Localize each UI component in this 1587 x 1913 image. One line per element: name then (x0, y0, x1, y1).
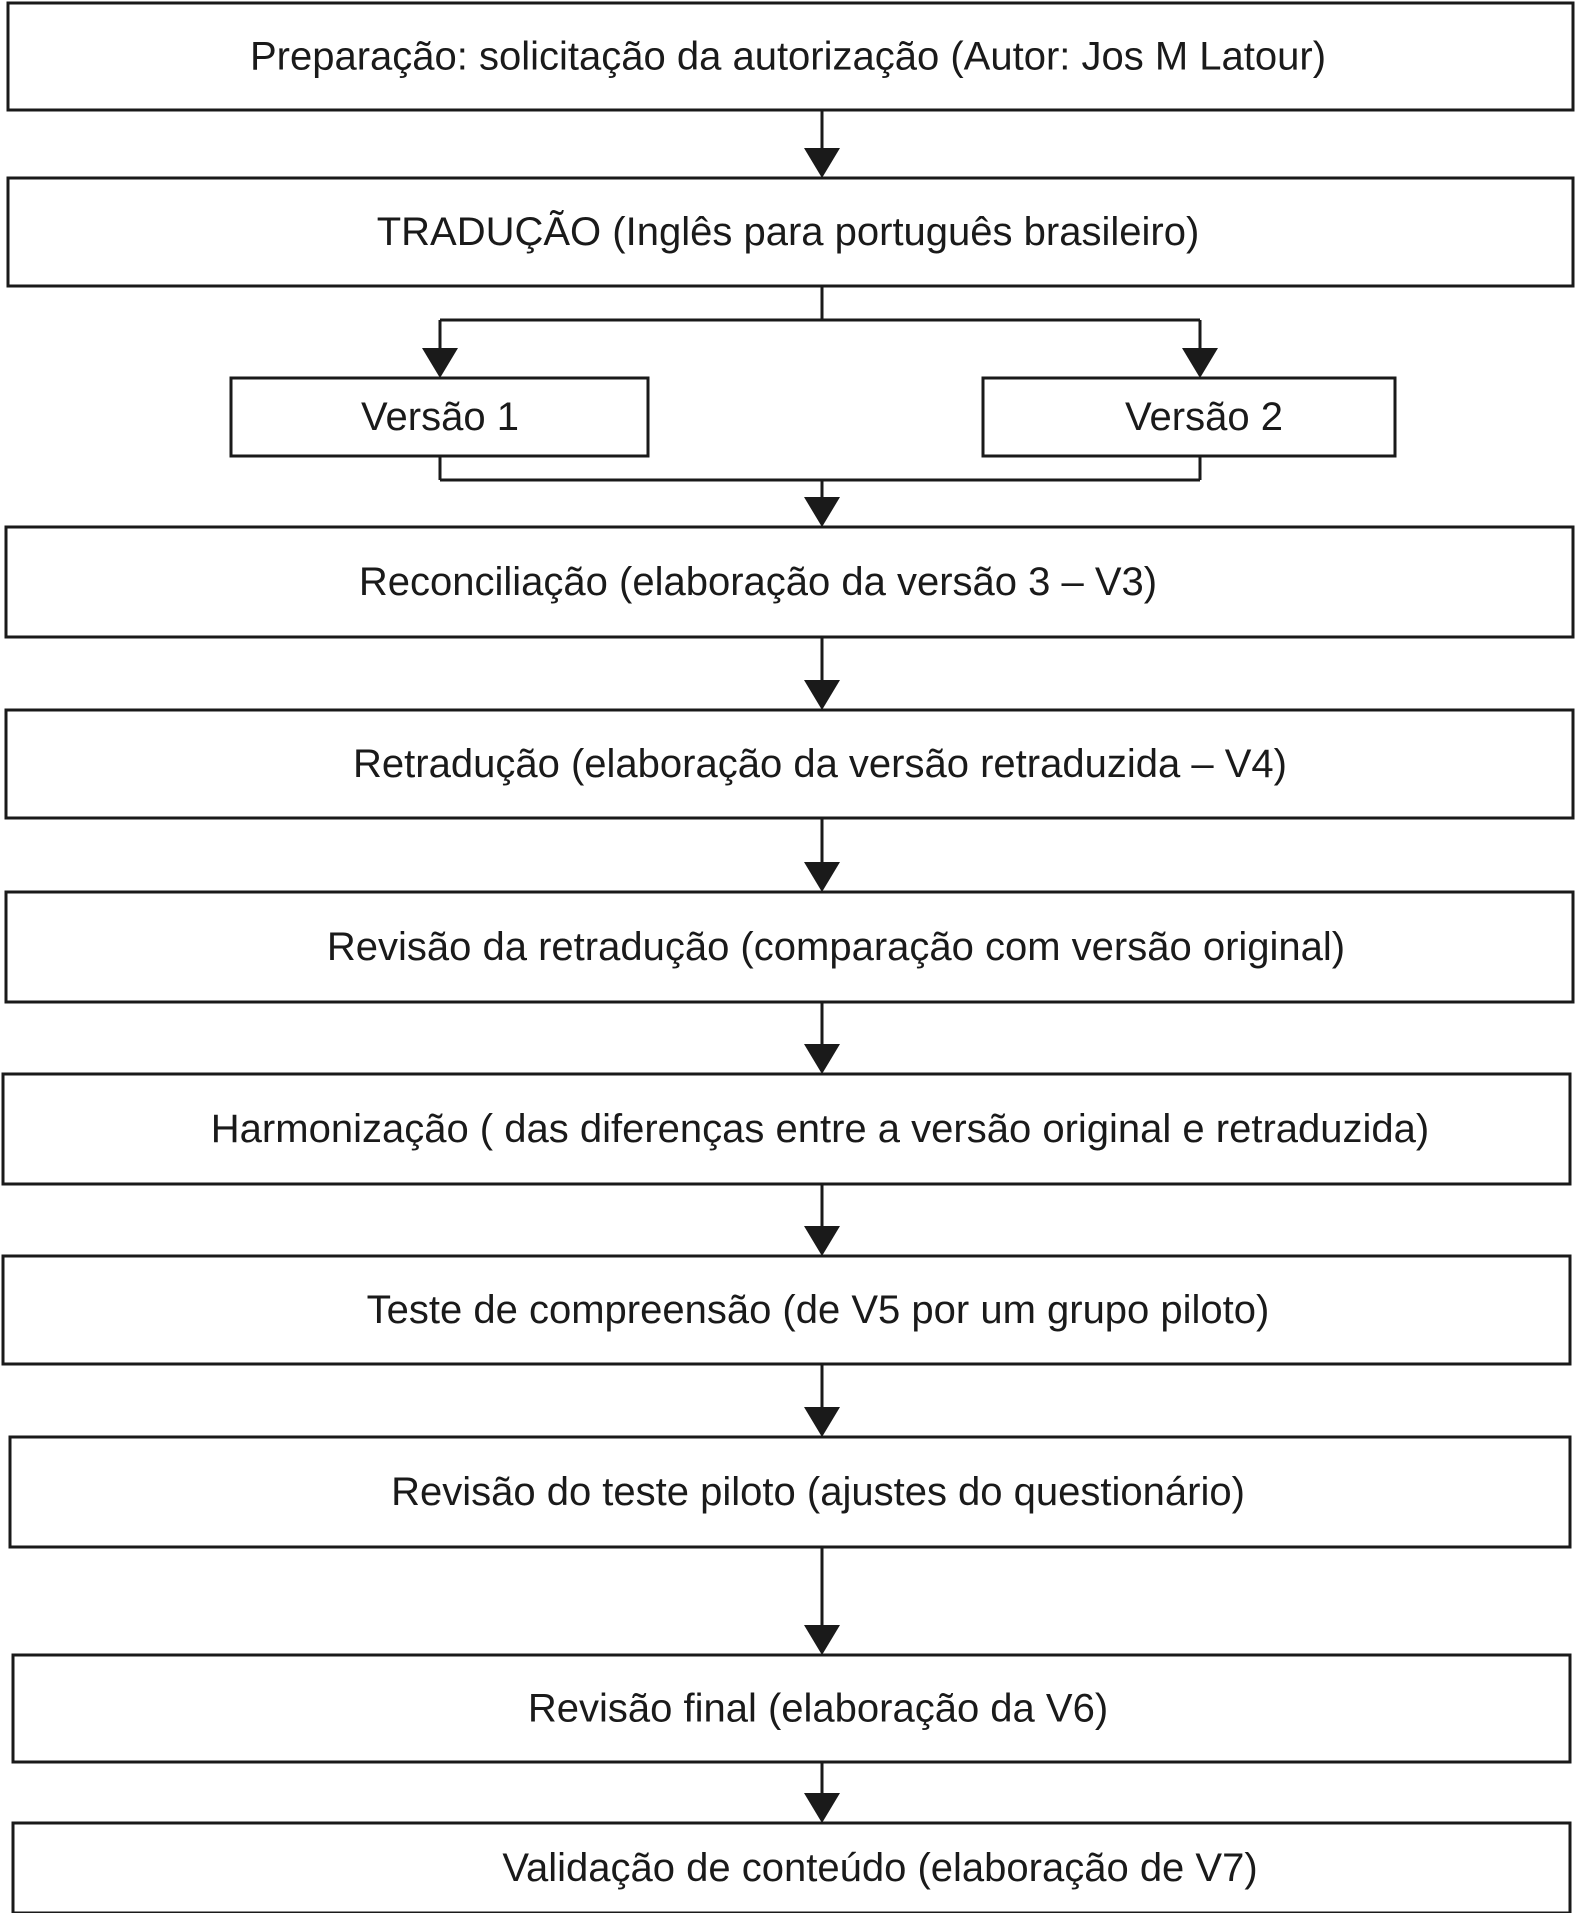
step-2-box (6, 176, 1575, 288)
step-9-label: Revisão final (elaboração da V6) (528, 1687, 1108, 1731)
step-3: Reconciliação (elaboração da versão 3 – … (4, 525, 1575, 639)
step-4-label: Retradução (elaboração da versão retradu… (353, 742, 1287, 786)
step-3-box (4, 525, 1575, 639)
step-7-box (1, 1254, 1572, 1366)
arrow-2-head (804, 680, 840, 710)
step-8-label: Revisão do teste piloto (ajustes do ques… (391, 1470, 1245, 1514)
arrow-8-head (804, 1793, 840, 1823)
step-7: Teste de compreensão (de V5 por um grupo… (1, 1254, 1572, 1366)
step-9-box (11, 1653, 1572, 1764)
arrow-1-head (804, 148, 840, 178)
version-1-label: Versão 1 (361, 395, 519, 439)
arrow-4-head (804, 1044, 840, 1074)
step-1-box (6, 1, 1575, 112)
step-4: Retradução (elaboração da versão retradu… (4, 708, 1575, 820)
step-1-label: Preparação: solicitação da autorização (… (250, 35, 1326, 79)
merge-head (804, 497, 840, 527)
step-1: Preparação: solicitação da autorização (… (6, 1, 1575, 112)
version-1: Versão 1 (229, 376, 650, 458)
step-8-box (8, 1435, 1572, 1549)
arrow-7-head (804, 1625, 840, 1655)
step-6-label: Harmonização ( das diferenças entre a ve… (211, 1107, 1429, 1151)
step-8: Revisão do teste piloto (ajustes do ques… (8, 1435, 1572, 1549)
step-5-label: Revisão da retradução (comparação com ve… (327, 925, 1345, 969)
arrow-3-head (804, 862, 840, 892)
version-1-box (229, 376, 650, 458)
step-6-box (1, 1072, 1572, 1186)
step-5: Revisão da retradução (comparação com ve… (4, 890, 1575, 1004)
version-2-label: Versão 2 (1125, 395, 1283, 439)
arrow-6-head (804, 1407, 840, 1437)
step-2-label: TRADUÇÃO (Inglês para português brasilei… (377, 209, 1200, 254)
step-7-label: Teste de compreensão (de V5 por um grupo… (367, 1288, 1270, 1332)
arrow-5-head (804, 1226, 840, 1256)
step-4-box (4, 708, 1575, 820)
step-10-label: Validação de conteúdo (elaboração de V7) (502, 1846, 1257, 1890)
split-left-head (422, 348, 458, 378)
step-10: Validação de conteúdo (elaboração de V7) (11, 1821, 1572, 1913)
step-10-box (11, 1821, 1572, 1913)
version-2: Versão 2 (981, 376, 1397, 458)
step-2: TRADUÇÃO (Inglês para português brasilei… (6, 176, 1575, 288)
split-right-head (1182, 348, 1218, 378)
step-9: Revisão final (elaboração da V6) (11, 1653, 1572, 1764)
connectors (422, 110, 1218, 1823)
step-6: Harmonização ( das diferenças entre a ve… (1, 1072, 1572, 1186)
step-5-box (4, 890, 1575, 1004)
version-2-box (981, 376, 1397, 458)
step-3-label: Reconciliação (elaboração da versão 3 – … (359, 560, 1157, 604)
